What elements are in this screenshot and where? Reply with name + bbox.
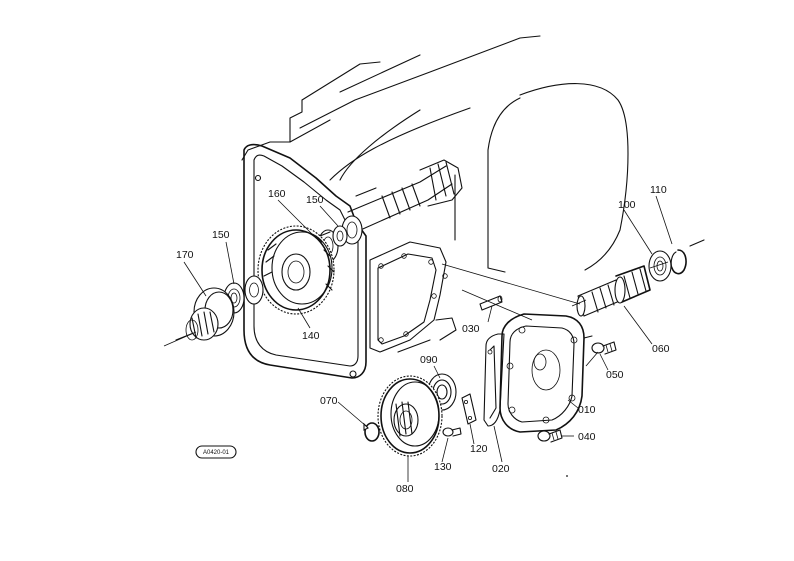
cover-010 <box>499 313 593 433</box>
bearing-100 <box>648 250 672 282</box>
label-050: 050 <box>606 369 624 381</box>
label-040: 040 <box>578 431 596 443</box>
label-100: 100 <box>618 199 636 211</box>
washer-150-left <box>244 275 264 305</box>
snap-ring-110 <box>670 239 705 275</box>
label-120: 120 <box>470 443 488 455</box>
label-140: 140 <box>302 330 320 342</box>
bolt-130 <box>442 427 462 437</box>
drawing-code-text: A0420-01 <box>203 450 230 456</box>
collar-150-right <box>332 225 348 247</box>
label-090: 090 <box>420 354 438 366</box>
label-130: 130 <box>434 461 452 473</box>
bolt-040 <box>537 429 563 443</box>
label-150-right: 150 <box>306 194 324 206</box>
label-170: 170 <box>176 249 194 261</box>
stray-mark <box>566 475 568 477</box>
label-060: 060 <box>652 343 670 355</box>
shaft-060 <box>576 265 651 317</box>
gear-080 <box>377 375 443 457</box>
label-070: 070 <box>320 395 338 407</box>
label-020: 020 <box>492 463 510 475</box>
gear-140 <box>257 225 335 315</box>
label-160: 160 <box>268 188 286 200</box>
label-110: 110 <box>650 184 667 196</box>
bolt-050 <box>591 341 617 355</box>
assembly-lines <box>163 261 669 367</box>
label-030: 030 <box>462 323 480 335</box>
drawing-code-tag: A0420-01 <box>195 445 237 459</box>
label-150-left: 150 <box>212 229 230 241</box>
label-010: 010 <box>578 404 596 416</box>
leader-lines <box>183 195 673 482</box>
coupling-170 <box>175 287 235 341</box>
transmission-housing <box>241 35 629 379</box>
label-080: 080 <box>396 483 414 495</box>
part-labels: 170 150 160 150 140 030 010 020 040 050 … <box>176 184 670 495</box>
dowel-pin-030 <box>479 295 503 311</box>
plate-120 <box>461 393 477 425</box>
gasket-020 <box>483 333 505 427</box>
main-shaft <box>341 159 463 245</box>
